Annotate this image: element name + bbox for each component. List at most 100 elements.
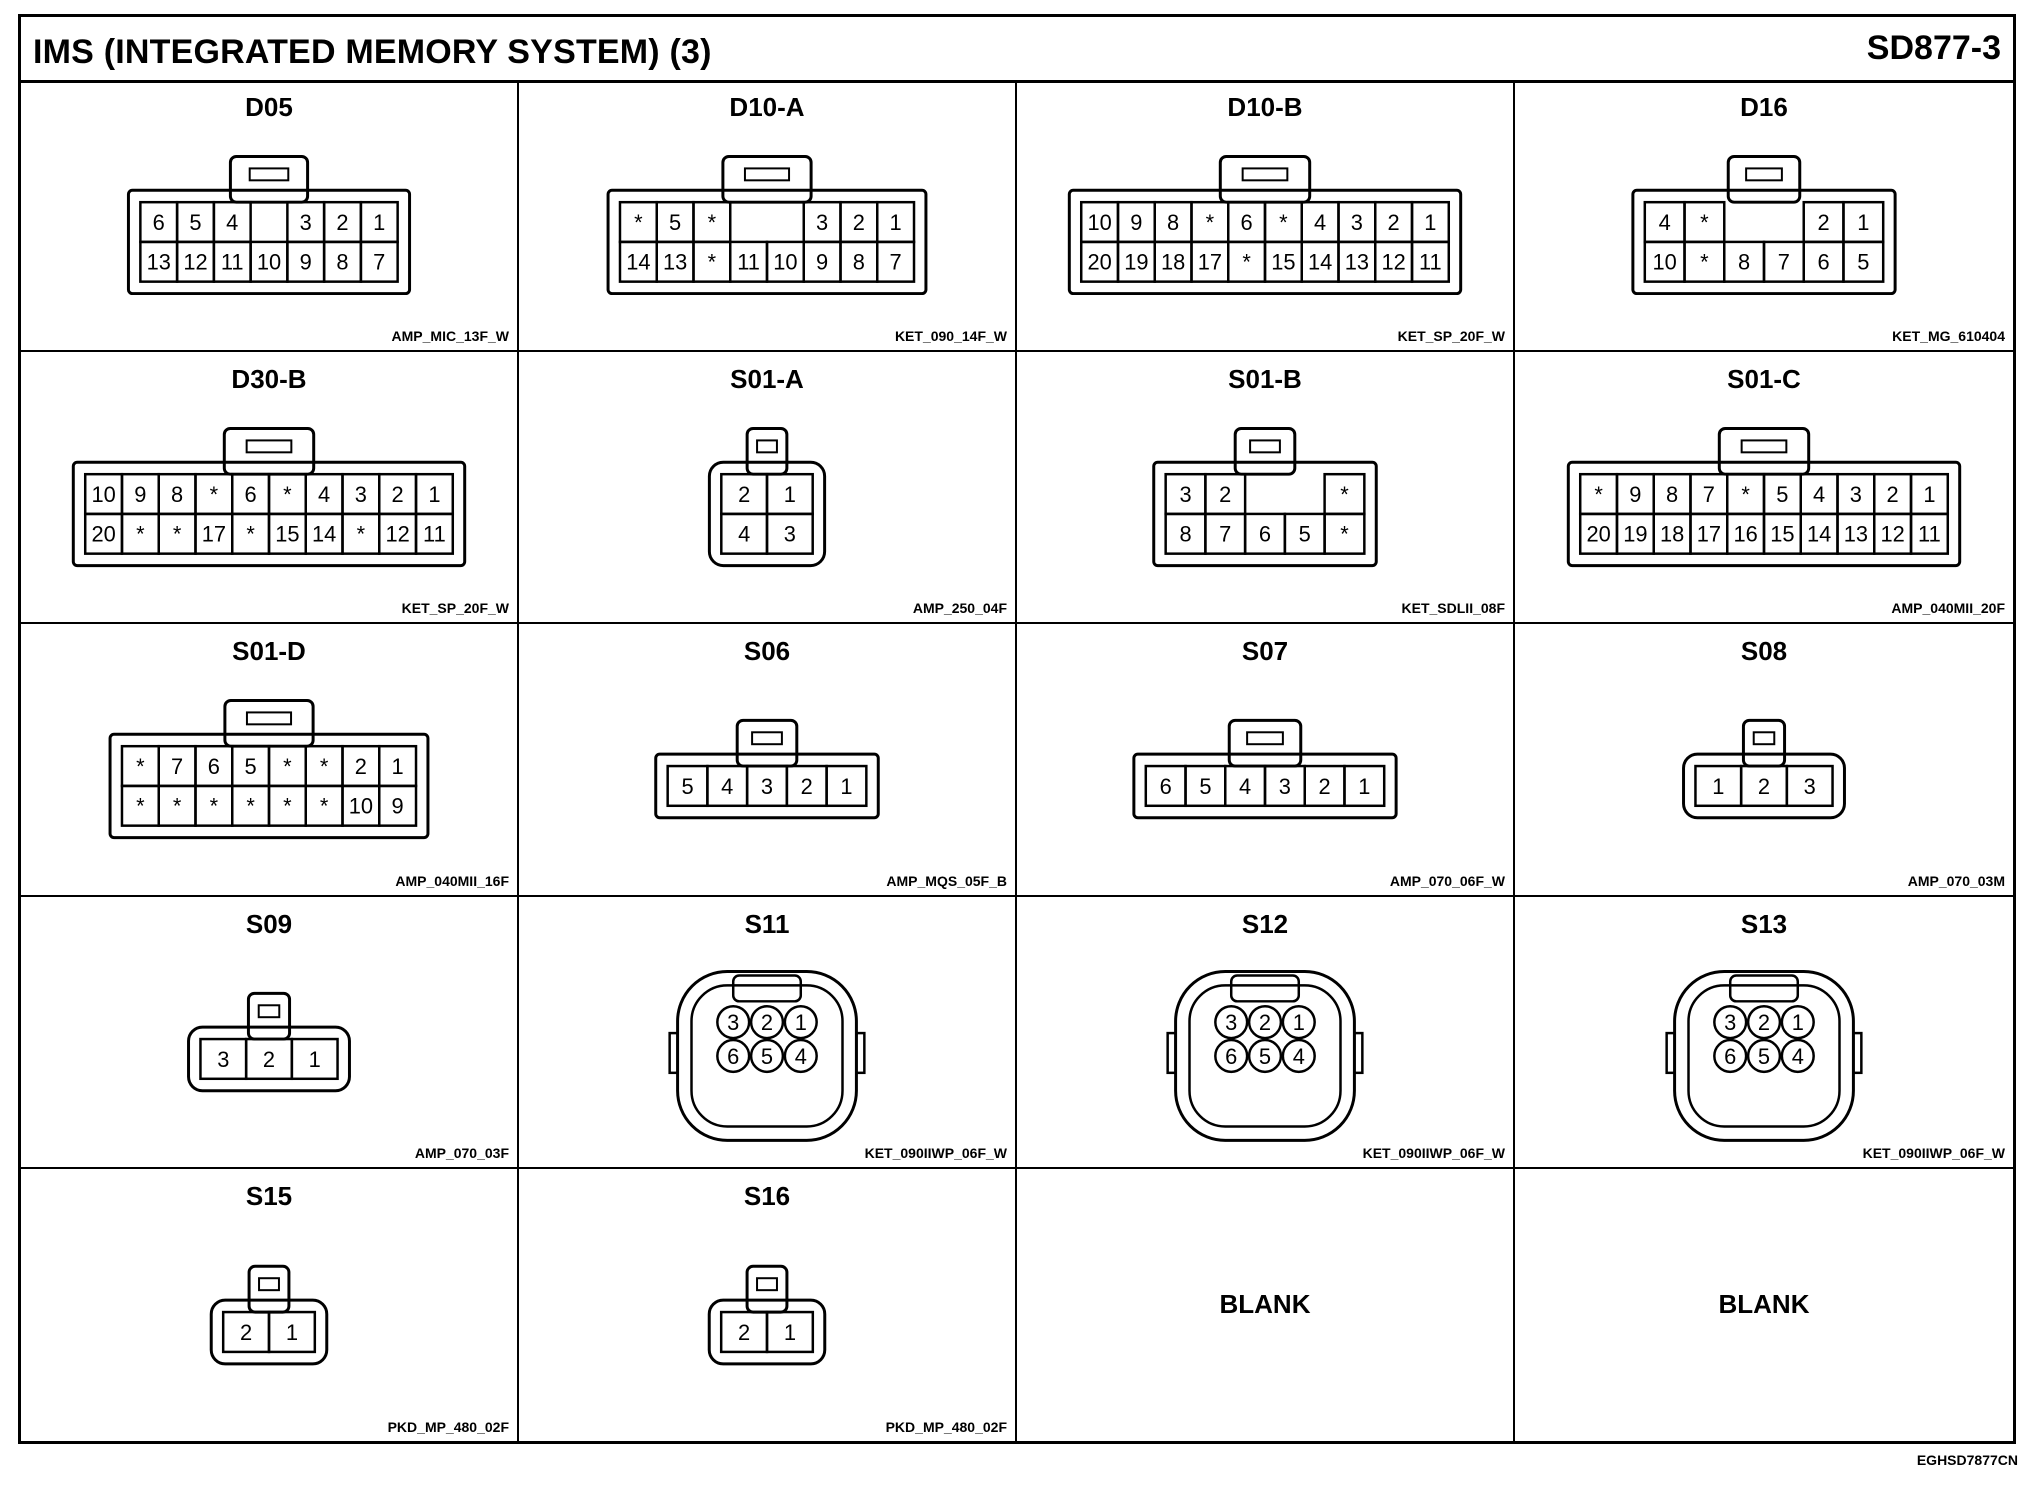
pin-number: * (210, 482, 219, 507)
pin-number: 10 (257, 250, 281, 275)
pin-number: 1 (428, 482, 440, 507)
connector-type: AMP_MQS_05F_B (886, 872, 1007, 889)
pin-number: 1 (392, 754, 404, 779)
pin-number: * (246, 794, 255, 819)
connector-housing (606, 188, 928, 296)
title-bar: IMS (INTEGRATED MEMORY SYSTEM) (3) SD877… (21, 17, 2013, 83)
pin-number: 1 (784, 1320, 796, 1345)
pin-number: 1 (795, 1010, 807, 1035)
pin-number: 1 (890, 210, 902, 235)
connector-name: S01-B (1228, 364, 1302, 395)
pin-number: * (173, 794, 182, 819)
connector-housing (654, 753, 880, 820)
connector-name: S01-C (1727, 364, 1801, 395)
pin-cavity (1281, 1038, 1316, 1073)
pin-number: 2 (355, 754, 367, 779)
pin-number: * (1206, 210, 1215, 235)
pin-number: 5 (1857, 250, 1869, 275)
connector-latch (1728, 973, 1800, 1003)
pin-number: * (1340, 482, 1349, 507)
pin-number: 2 (1259, 1010, 1271, 1035)
pin-number: 2 (853, 210, 865, 235)
pin-cavity (414, 512, 455, 556)
connector-name: S13 (1740, 908, 1788, 939)
pin-number: 3 (1279, 774, 1291, 799)
pin-number: 12 (385, 522, 409, 547)
pin-number: 3 (1724, 1010, 1736, 1035)
pin-cavity (359, 240, 399, 283)
pin-number: 12 (1880, 522, 1904, 547)
pin-number: 5 (1259, 1043, 1271, 1068)
pin-number: 12 (1381, 250, 1405, 275)
connector-lock-tab (257, 1003, 281, 1018)
pin-number: 10 (349, 794, 373, 819)
pin-number: 5 (681, 774, 693, 799)
pin-number: * (246, 522, 255, 547)
connector-lock-tab (258, 1277, 280, 1291)
pin-number: 5 (1758, 1043, 1770, 1068)
connector-housing (1132, 753, 1398, 820)
connector-lock-tab (1745, 167, 1783, 182)
connector-lip (1353, 1031, 1364, 1074)
connector-name: S15 (245, 1180, 293, 1211)
connector-lock (228, 154, 310, 204)
pin-number: 10 (91, 482, 115, 507)
connector-type: AMP_MIC_13F_W (391, 328, 509, 345)
pin-number: 6 (245, 482, 257, 507)
pin-number: 20 (1087, 250, 1111, 275)
pin-number: 5 (761, 1043, 773, 1068)
connector-name: S12 (1241, 908, 1289, 939)
connector-lock-tab (751, 731, 783, 746)
diagram-sheet: IMS (INTEGRATED MEMORY SYSTEM) (3) SD877… (18, 14, 2016, 1444)
pin-number: 10 (1653, 250, 1677, 275)
connector-lock (745, 1264, 789, 1314)
connector-type: AMP_250_04F (912, 600, 1007, 617)
pin-number: 6 (208, 754, 220, 779)
pin-number: 3 (300, 210, 312, 235)
pin-cavity (1909, 512, 1950, 556)
pin-number: * (1279, 210, 1288, 235)
connector-housing (1067, 188, 1463, 296)
pin-number: 19 (1623, 522, 1647, 547)
connector-name: D10-A (729, 92, 805, 122)
pin-number: 2 (336, 210, 348, 235)
pin-number: 8 (171, 482, 183, 507)
connector-cell: BLANK (1515, 1169, 2013, 1441)
pin-number: 11 (1419, 250, 1442, 275)
connector-name: S09 (245, 908, 293, 939)
pin-number: 14 (1807, 522, 1831, 547)
connector-housing (707, 460, 827, 568)
pin-number: 20 (91, 522, 115, 547)
connector-type: AMP_040MII_20F (1891, 600, 2005, 617)
pin-number: 4 (1792, 1043, 1804, 1068)
connector-name: S08 (1740, 636, 1788, 667)
connector-type: KET_090IIWP_06F_W (1362, 1144, 1505, 1161)
pin-number: 9 (1130, 210, 1142, 235)
connector-housing (707, 1298, 827, 1366)
pin-number: 18 (1660, 522, 1684, 547)
pin-number: 2 (1319, 774, 1331, 799)
connector-name: S01-D (232, 636, 306, 667)
pin-number: 5 (669, 210, 681, 235)
pin-number: 2 (761, 1010, 773, 1035)
document-code: SD877-3 (1866, 29, 2001, 67)
pin-number: 5 (189, 210, 201, 235)
footer-reference: EGHSD7877CN (1916, 1452, 2018, 1468)
connector-latch (1229, 973, 1301, 1003)
pin-cavity (1746, 1038, 1782, 1073)
pin-number: 1 (1923, 482, 1935, 507)
pin-number: 4 (1659, 210, 1671, 235)
pin-number: 8 (1179, 522, 1191, 547)
